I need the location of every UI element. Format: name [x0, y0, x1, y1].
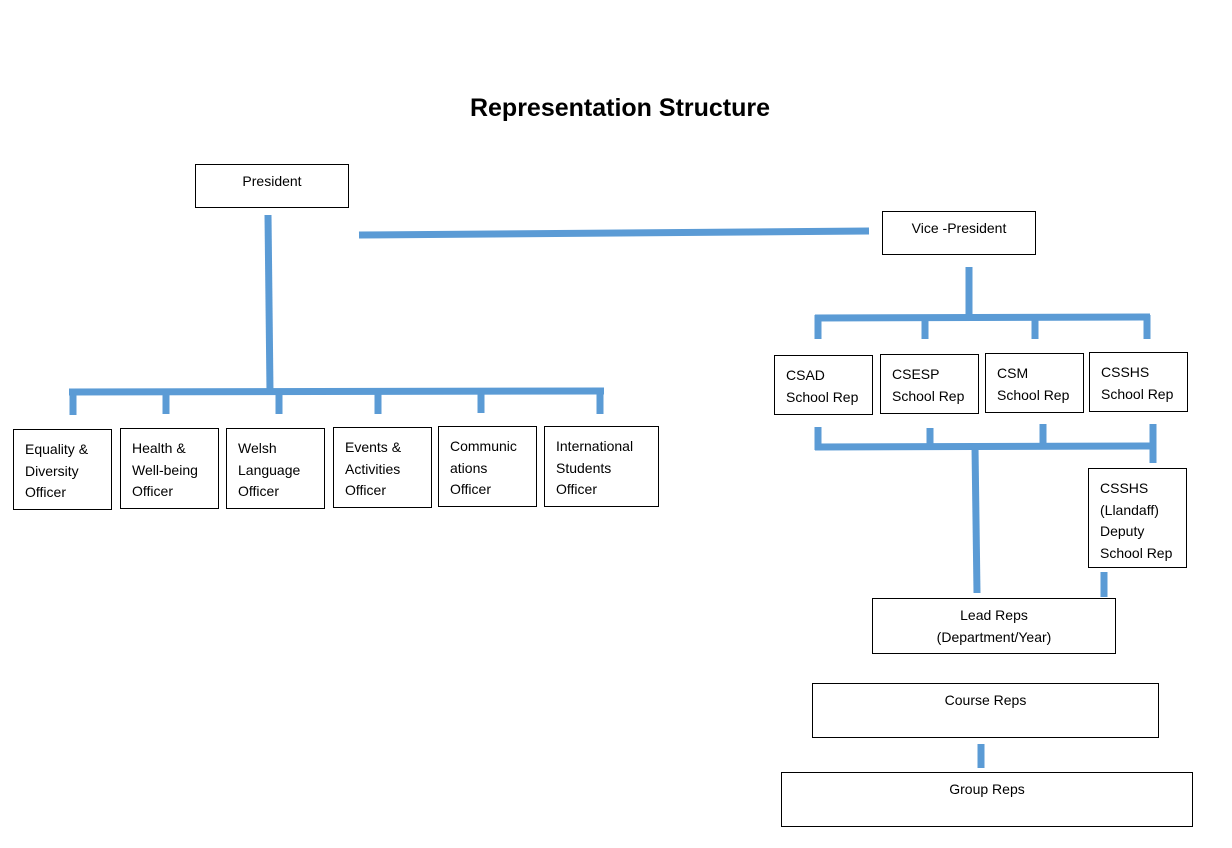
vice-president-box: Vice -President [882, 211, 1036, 255]
course-reps-label: Course Reps [944, 692, 1027, 708]
officer-label: Health & Well-being Officer [132, 440, 198, 499]
officer-label: International Students Officer [556, 438, 634, 497]
school-rep-label: CSSHS School Rep [1101, 364, 1174, 402]
officer-box: Communic ations Officer [438, 426, 537, 507]
lead-reps-box: Lead Reps (Department/Year) [872, 598, 1116, 654]
president-vice-link [358, 227, 870, 239]
group-reps-box: Group Reps [781, 772, 1193, 827]
school-bus-top [814, 313, 1151, 322]
diagram-title: Representation Structure [469, 94, 771, 122]
officer-bus [68, 387, 605, 396]
school-bus-bottom [814, 442, 1156, 451]
president-box: President [195, 164, 349, 208]
vice-president-label: Vice -President [911, 220, 1007, 236]
officer-label: Events & Activities Officer [345, 439, 402, 498]
school-rep-box: CSSHS School Rep [1089, 352, 1188, 412]
president-label: President [242, 173, 302, 189]
school-rep-box: CSESP School Rep [880, 354, 979, 414]
president-trunk [264, 214, 274, 393]
school-rep-label: CSM School Rep [997, 365, 1070, 403]
officer-label: Equality & Diversity Officer [25, 441, 89, 500]
officer-label: Welsh Language Officer [238, 440, 301, 499]
lead-reps-label: Lead Reps (Department/Year) [936, 607, 1052, 645]
officer-box: International Students Officer [544, 426, 659, 507]
school-rep-box: CSM School Rep [985, 353, 1084, 413]
deputy-school-rep-label: CSSHS (Llandaff) Deputy School Rep [1100, 480, 1173, 561]
school-rep-box: CSAD School Rep [774, 355, 873, 415]
officer-box: Events & Activities Officer [333, 427, 432, 508]
course-reps-box: Course Reps [812, 683, 1159, 738]
officer-label: Communic ations Officer [450, 438, 517, 497]
school-rep-label: CSESP School Rep [892, 366, 965, 404]
lead-trunk [971, 446, 981, 594]
deputy-school-rep-box: CSSHS (Llandaff) Deputy School Rep [1088, 468, 1187, 568]
officer-box: Welsh Language Officer [226, 428, 325, 509]
group-reps-label: Group Reps [949, 781, 1025, 797]
officer-box: Equality & Diversity Officer [13, 429, 112, 510]
school-rep-label: CSAD School Rep [786, 367, 859, 405]
officer-box: Health & Well-being Officer [120, 428, 219, 509]
